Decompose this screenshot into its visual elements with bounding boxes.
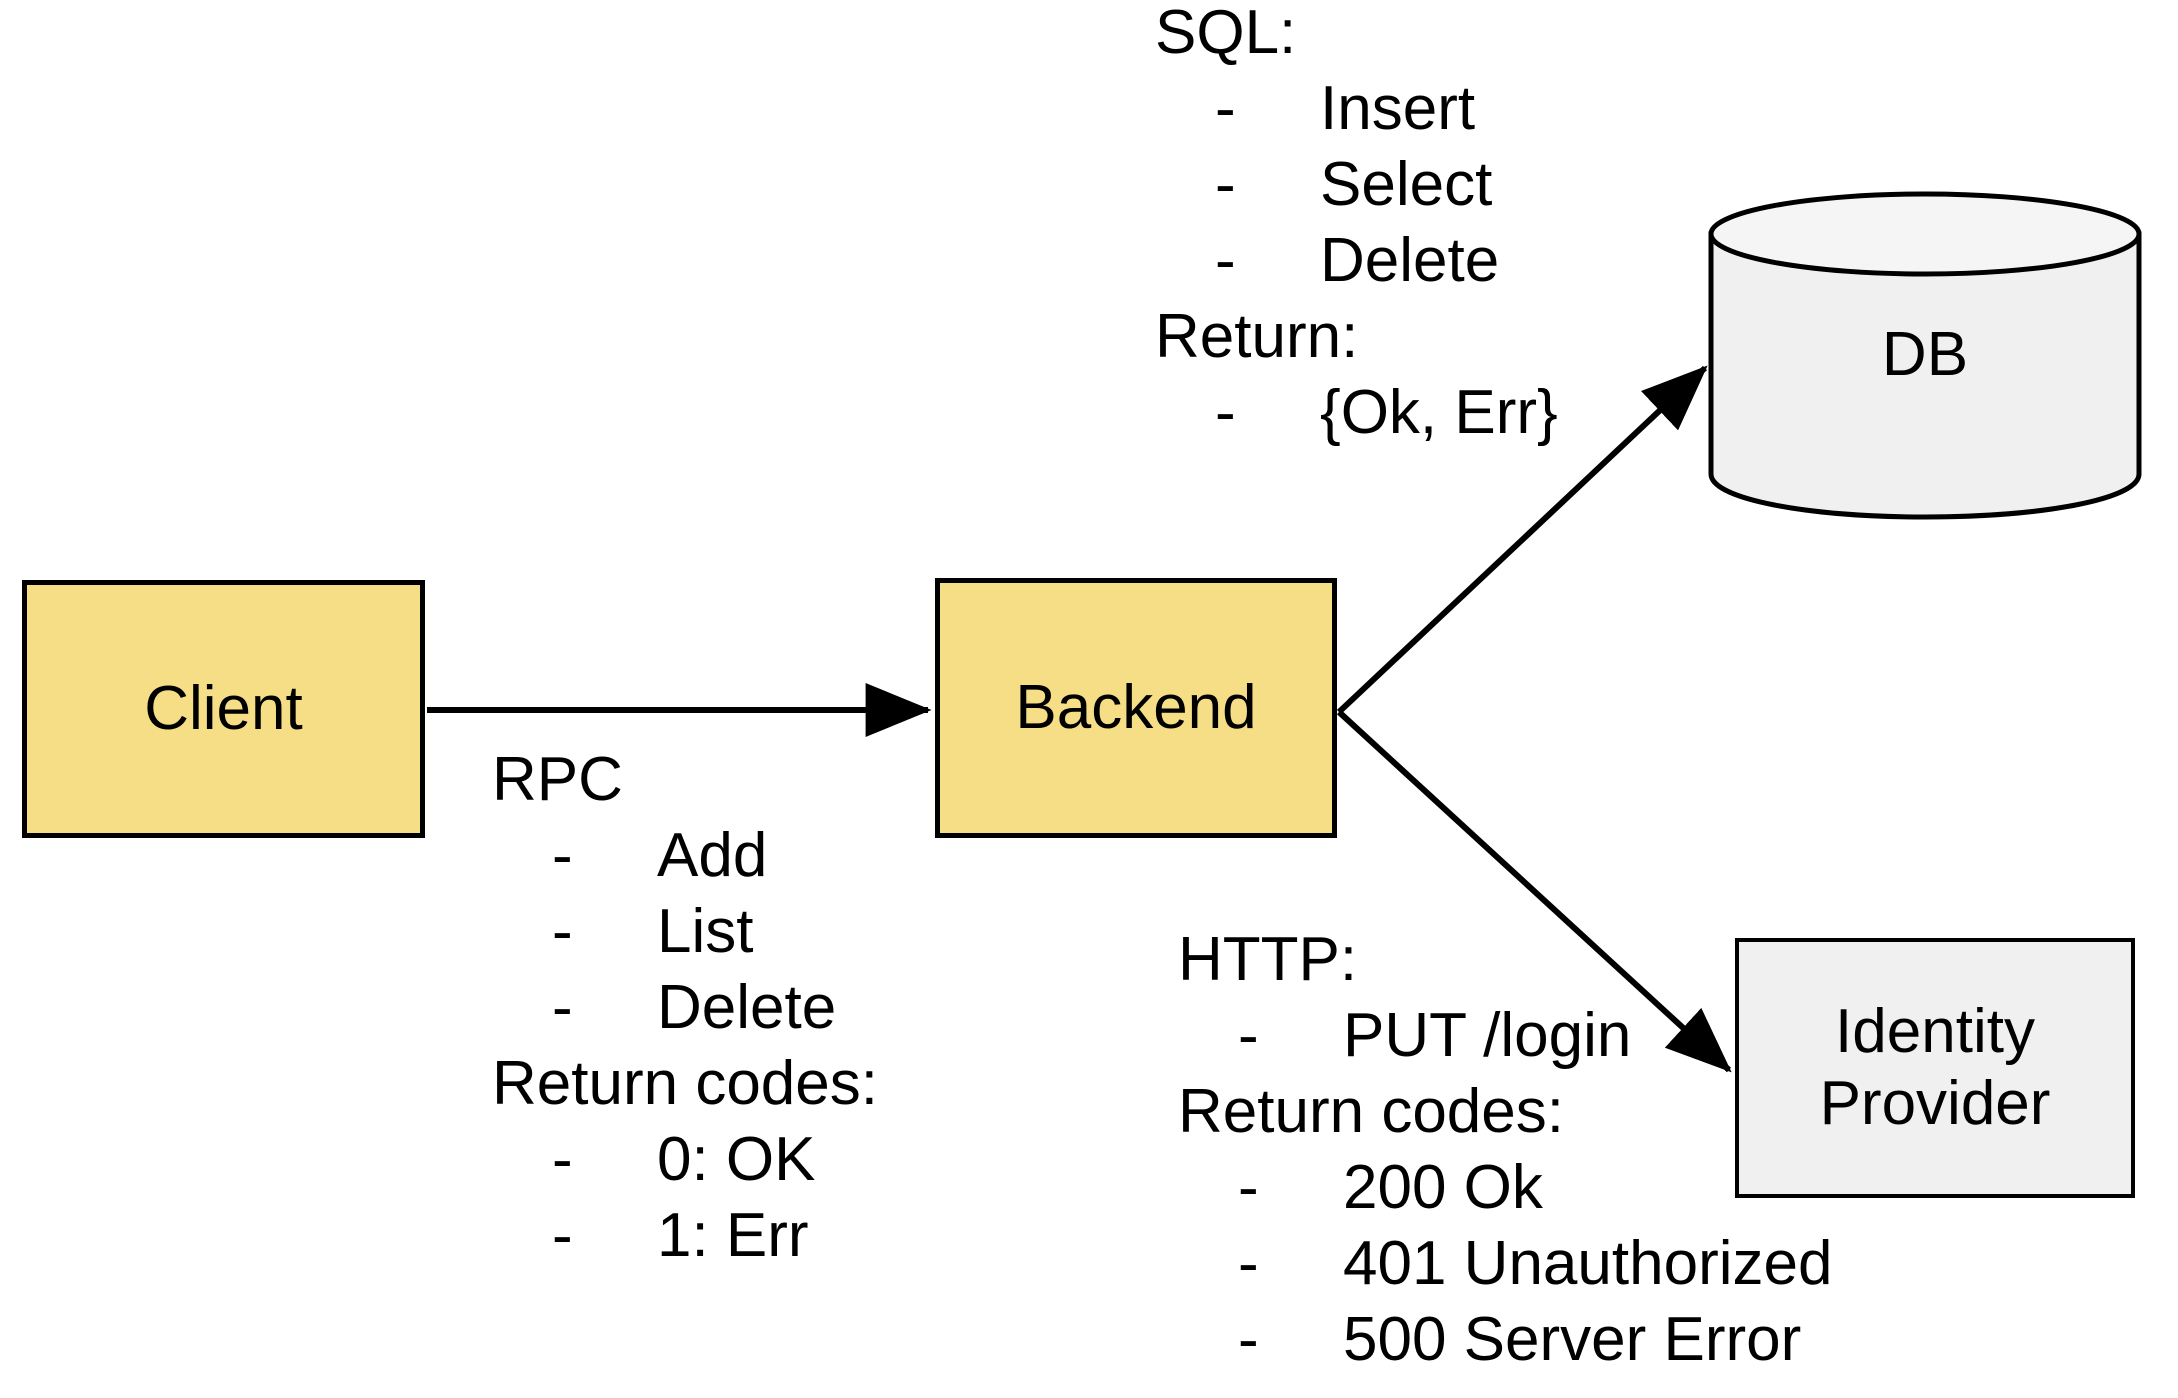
annotation-rpc-item-label: Delete — [657, 973, 837, 1042]
annotation-sql-return-item: - {Ok, Err} — [1155, 375, 1558, 451]
annotation-sql-item: - Insert — [1155, 71, 1558, 147]
annotation-sql-item-label: Select — [1320, 150, 1493, 219]
bullet-dash: - — [1238, 1305, 1259, 1374]
node-database-label: DB — [1881, 319, 1969, 389]
node-identity-provider-label: Identity Provider — [1819, 997, 2051, 1138]
annotation-sql-returns-heading: Return: — [1155, 302, 1359, 371]
bullet-dash: - — [1215, 74, 1236, 143]
annotation-sql-return-label: {Ok, Err} — [1320, 378, 1558, 447]
bullet-dash: - — [1238, 1001, 1259, 1070]
annotation-http-return-label: 200 Ok — [1343, 1153, 1543, 1222]
annotation-http-return-item: - 200 Ok — [1178, 1150, 1832, 1226]
bullet-dash: - — [1215, 226, 1236, 295]
annotation-http-return-label: 401 Unauthorized — [1343, 1229, 1833, 1298]
bullet-dash: - — [1215, 378, 1236, 447]
annotation-sql-item: - Delete — [1155, 223, 1558, 299]
annotation-sql-item: - Select — [1155, 147, 1558, 223]
bullet-dash: - — [1215, 150, 1236, 219]
annotation-http-heading: HTTP: — [1178, 925, 1358, 994]
annotation-http: HTTP: -PUT /login Return codes: -200 Ok … — [1178, 922, 1832, 1378]
bullet-dash: - — [552, 821, 573, 890]
bullet-dash: - — [552, 1201, 573, 1270]
bullet-dash: - — [1238, 1229, 1259, 1298]
annotation-rpc-return-item: - 1: Err — [492, 1198, 878, 1274]
annotation-rpc-return-item: - 0: OK — [492, 1122, 878, 1198]
annotation-rpc: RPC - Add - List - Delete Return codes: - 0:… — [492, 742, 878, 1274]
annotation-http-returns-heading: Return codes: — [1178, 1077, 1564, 1146]
annotation-sql-heading: SQL: — [1155, 0, 1297, 67]
annotation-http-return-item: - 500 Server Error — [1178, 1302, 1832, 1378]
annotation-rpc-return-label: 1: Err — [657, 1201, 809, 1270]
annotation-rpc-item-label: Add — [657, 821, 768, 890]
bullet-dash: - — [552, 897, 573, 966]
annotation-http-item-label: PUT /login — [1343, 1001, 1632, 1070]
bullet-dash: - — [1238, 1153, 1259, 1222]
bullet-dash: - — [552, 1125, 573, 1194]
annotation-sql-item-label: Insert — [1320, 74, 1476, 143]
node-backend-label: Backend — [1015, 673, 1257, 743]
annotation-rpc-heading: RPC — [492, 745, 623, 814]
bullet-dash: - — [552, 973, 573, 1042]
database-cylinder-icon — [1708, 191, 2142, 520]
annotation-rpc-returns-heading: Return codes: — [492, 1049, 878, 1118]
node-client-label: Client — [144, 674, 303, 744]
annotation-rpc-item: - Delete — [492, 970, 878, 1046]
node-backend[interactable]: Backend — [935, 578, 1337, 838]
annotation-http-item: - PUT /login — [1178, 998, 1832, 1074]
annotation-http-return-label: 500 Server Error — [1343, 1305, 1802, 1374]
annotation-rpc-return-label: 0: OK — [657, 1125, 816, 1194]
node-database[interactable]: DB — [1705, 188, 2145, 520]
annotation-sql-item-label: Delete — [1320, 226, 1500, 295]
node-client[interactable]: Client — [22, 580, 425, 838]
annotation-rpc-item-label: List — [657, 897, 754, 966]
node-identity-provider[interactable]: Identity Provider — [1735, 938, 2135, 1198]
annotation-rpc-item: - Add — [492, 818, 878, 894]
annotation-rpc-item: - List — [492, 894, 878, 970]
annotation-http-return-item: - 401 Unauthorized — [1178, 1226, 1832, 1302]
annotation-sql: SQL: - Insert - Select - Delete Return: - {O… — [1155, 0, 1558, 451]
